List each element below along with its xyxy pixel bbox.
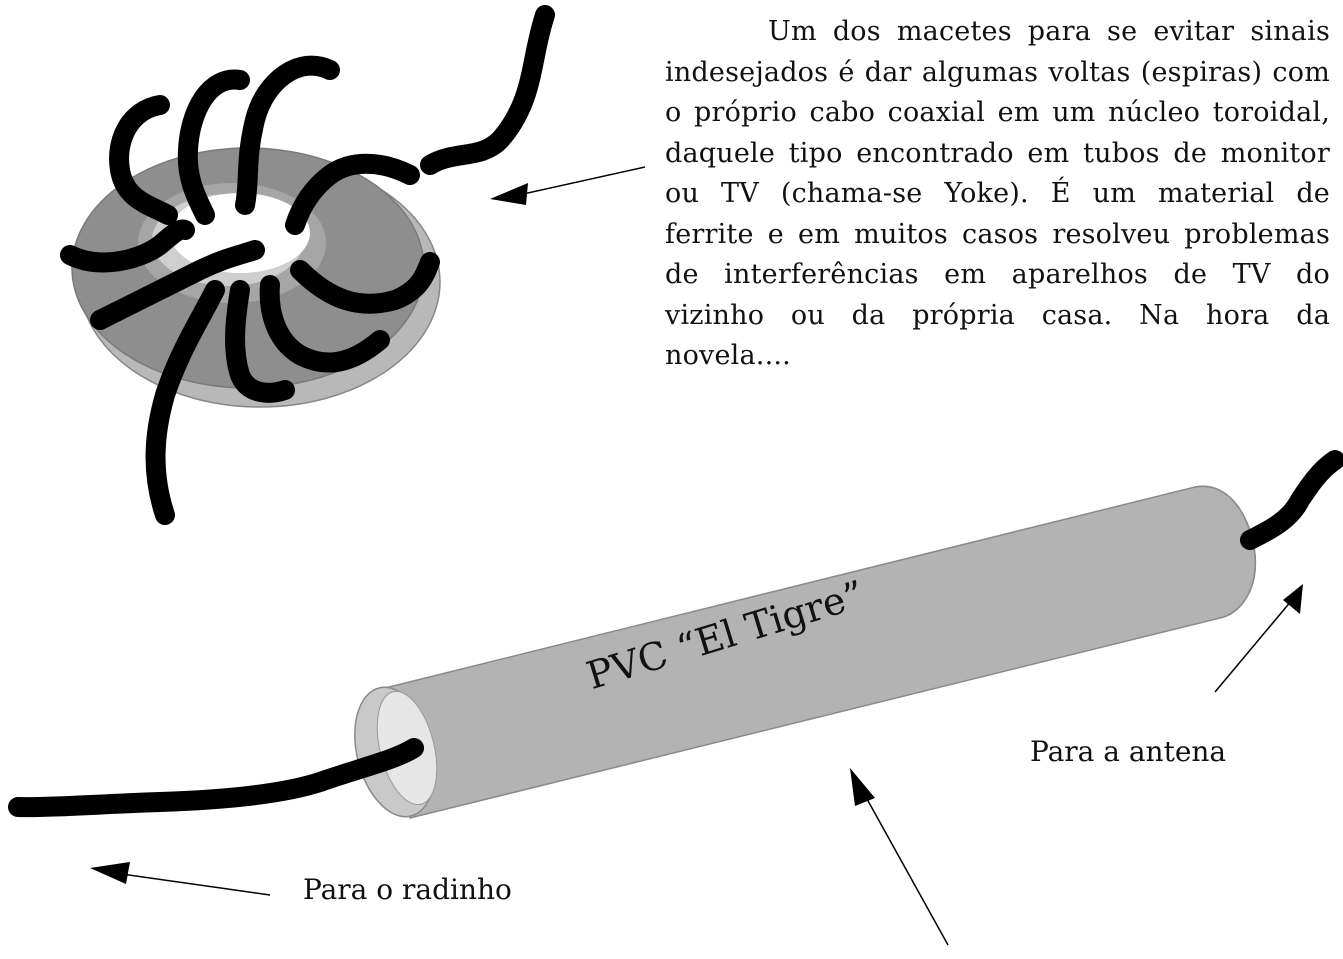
- to-antenna-label: Para a antena: [1030, 735, 1227, 768]
- arrows: [90, 166, 1303, 946]
- explanation-paragraph: Um dos macetes para se evitar sinais ind…: [665, 16, 1330, 371]
- pvc-pipe: [354, 485, 1257, 819]
- arrow-to-pipe-head: [850, 768, 875, 806]
- toroid-cable-windings: [60, 5, 555, 525]
- coax-cable: [8, 450, 1343, 818]
- to-radio-label: Para o radinho: [303, 873, 512, 906]
- arrow-to-toroid-head: [490, 183, 528, 205]
- arrow-to-antenna-head: [1283, 584, 1303, 614]
- arrow-to-antenna: [1214, 599, 1293, 693]
- arrow-to-radio-head: [90, 862, 130, 884]
- arrow-to-toroid: [504, 166, 646, 199]
- arrow-to-radio: [107, 871, 271, 896]
- arrow-to-pipe: [861, 789, 949, 946]
